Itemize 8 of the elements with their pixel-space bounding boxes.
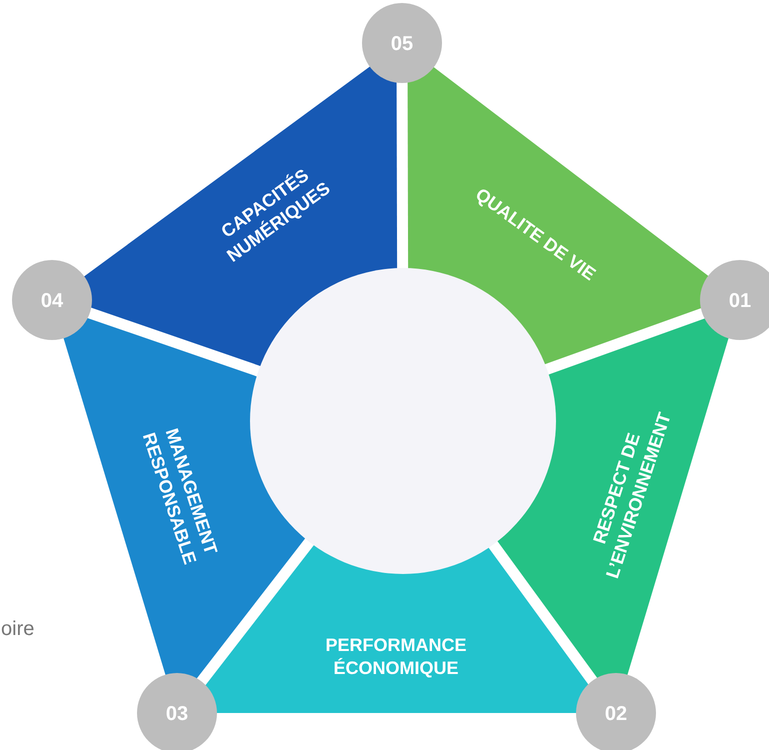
step-number: 01 bbox=[728, 290, 752, 312]
step-number: 05 bbox=[390, 33, 414, 55]
step-number: 03 bbox=[166, 703, 188, 725]
center-circle bbox=[250, 268, 556, 574]
segment-label: PERFORMANCE ÉCONOMIQUE bbox=[324, 634, 468, 680]
partial-text: oire bbox=[1, 618, 34, 641]
step-number: 04 bbox=[40, 290, 64, 312]
step-number: 02 bbox=[604, 703, 628, 725]
